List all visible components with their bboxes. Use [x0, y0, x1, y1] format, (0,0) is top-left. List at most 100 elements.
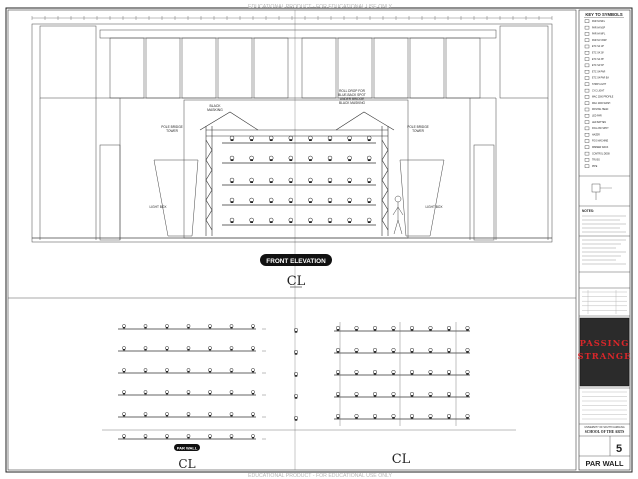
par-instrument-icon: [366, 217, 372, 223]
university-line: UNIVERSITY OF SOUTH CAROLINA: [584, 426, 625, 429]
key-item-label: ETC S4 19°: [592, 46, 604, 48]
annotation-light-box-left: LIGHT BOX: [150, 205, 168, 209]
key-item-label: HAZER: [592, 133, 600, 136]
pole-bridge-truss: [199, 111, 395, 236]
front-elevation-label: FRONT ELEVATION: [260, 254, 332, 266]
key-item-label: FOG MACHINE: [592, 140, 609, 143]
key-item: STRIP LIGHT: [584, 82, 607, 86]
key-item-label: TRUSS: [592, 160, 600, 162]
key-item-label: PIPE: [592, 166, 598, 168]
par-instrument-icon: [251, 412, 255, 417]
par-instrument-icon: [249, 155, 254, 161]
par-instrument-icon: [229, 177, 235, 183]
par-instrument-icon: [165, 324, 169, 329]
par-instrument-icon: [249, 135, 254, 141]
par-instrument-icon: [409, 369, 415, 375]
par-instrument-icon: [354, 325, 359, 331]
par-instrument-icon: [288, 135, 294, 141]
par-wall-right-grid: [334, 322, 470, 426]
key-item-label: STRIP LIGHT: [592, 84, 607, 86]
key-item-label: MAC 2000 WASH: [592, 102, 611, 105]
par-instrument-icon: [347, 197, 352, 203]
par-instrument-icon: [229, 390, 234, 395]
key-item-label: ETC S4 26°: [592, 53, 604, 55]
par-instrument-icon: [293, 371, 299, 377]
par-instrument-icon: [446, 325, 452, 331]
proscenium-outline: [31, 23, 553, 243]
key-item-label: LED PAR: [592, 115, 602, 118]
par-instrument-icon: [186, 390, 191, 395]
centerline-symbol-bottom: CL: [392, 452, 411, 467]
par-instrument-icon: [143, 368, 148, 373]
par-instrument-icon: [186, 368, 191, 373]
par-instrument-icon: [165, 434, 169, 439]
notes-lines: [582, 215, 626, 265]
svg-text:CL: CL: [392, 452, 411, 467]
key-item: DIMMER RACK: [584, 145, 609, 149]
key-item: ETC S4 50°: [584, 63, 604, 67]
par-instrument-icon: [143, 390, 148, 395]
par-instrument-icon: [428, 369, 433, 375]
par-instrument-icon: [308, 155, 313, 161]
par-instrument-icon: [186, 346, 191, 351]
key-item: ETC S4 PAR: [584, 70, 606, 73]
sheet-number: 5: [616, 443, 622, 455]
key-item: MAC 2000 WASH: [584, 101, 611, 105]
par-instrument-icon: [308, 177, 313, 183]
par-instrument-icon: [122, 390, 126, 395]
key-item: PIPE: [584, 164, 598, 168]
light-box-right: [399, 159, 445, 237]
par-instrument-icon: [251, 346, 255, 351]
par-instrument-icon: [165, 412, 169, 417]
key-item-label: PAR 64 VNSP: [592, 39, 607, 42]
annotation-light-box-right: LIGHT BOX: [426, 205, 444, 209]
school-line: SCHOOL OF THE ARTS: [585, 430, 625, 434]
key-item: PAR 64 VNSP: [584, 38, 607, 42]
key-item-label: ETC S4 PAR: [592, 70, 606, 73]
par-instrument-icon: [208, 368, 212, 373]
notes-heading: NOTES:: [582, 209, 594, 213]
par-instrument-icon: [372, 325, 378, 331]
par-instrument-icon: [347, 155, 352, 161]
par-instrument-icon: [143, 434, 148, 439]
par-instrument-icon: [347, 135, 352, 141]
watermark-top: EDUCATIONAL PRODUCT - FOR EDUCATIONAL US…: [248, 4, 392, 10]
key-to-symbols-title: KEY TO SYMBOLS: [585, 12, 623, 17]
info-lines: [582, 391, 627, 420]
key-item: ETC S4 26°: [584, 51, 604, 55]
key-item-label: ETC S4 50°: [592, 65, 604, 67]
par-instrument-icon: [293, 393, 299, 399]
watermark-bottom: EDUCATIONAL PRODUCT - FOR EDUCATIONAL US…: [248, 473, 392, 479]
par-instrument-icon: [268, 135, 274, 141]
par-instrument-icon: [229, 324, 234, 329]
par-instrument-icon: [208, 324, 212, 329]
key-item: TRUSS: [584, 158, 600, 162]
revision-table: [582, 290, 627, 314]
key-item: ETC S4 PAR EA: [584, 76, 609, 80]
par-instrument-icon: [465, 391, 470, 397]
par-instrument-icon: [249, 197, 254, 203]
key-item: FOLLOW SPOT: [584, 126, 609, 130]
key-item-label: MOVING HEAD: [592, 108, 609, 111]
centerline-symbol-mid: CL: [178, 457, 195, 471]
par-instrument-icon: [288, 155, 294, 161]
par-instrument-icon: [122, 346, 126, 351]
key-item-label: LED BATTEN: [592, 121, 606, 124]
par-instrument-icon: [249, 177, 254, 183]
par-wall-left-grid: [118, 324, 266, 440]
par-instrument-icon: [372, 369, 378, 375]
par-instrument-icon: [143, 412, 148, 417]
par-instrument-icon: [428, 325, 433, 331]
par-instrument-icon: [327, 135, 333, 141]
par-instrument-icon: [229, 197, 235, 203]
par-instrument-icon: [293, 327, 299, 333]
key-item: PAR 64 NSP: [584, 25, 606, 29]
par-instrument-icon: [229, 368, 234, 373]
key-item-label: ETC S4 36°: [592, 59, 604, 61]
key-item: MAC 2000 PROFILE: [584, 95, 614, 99]
drawing-area-border: [7, 9, 577, 471]
